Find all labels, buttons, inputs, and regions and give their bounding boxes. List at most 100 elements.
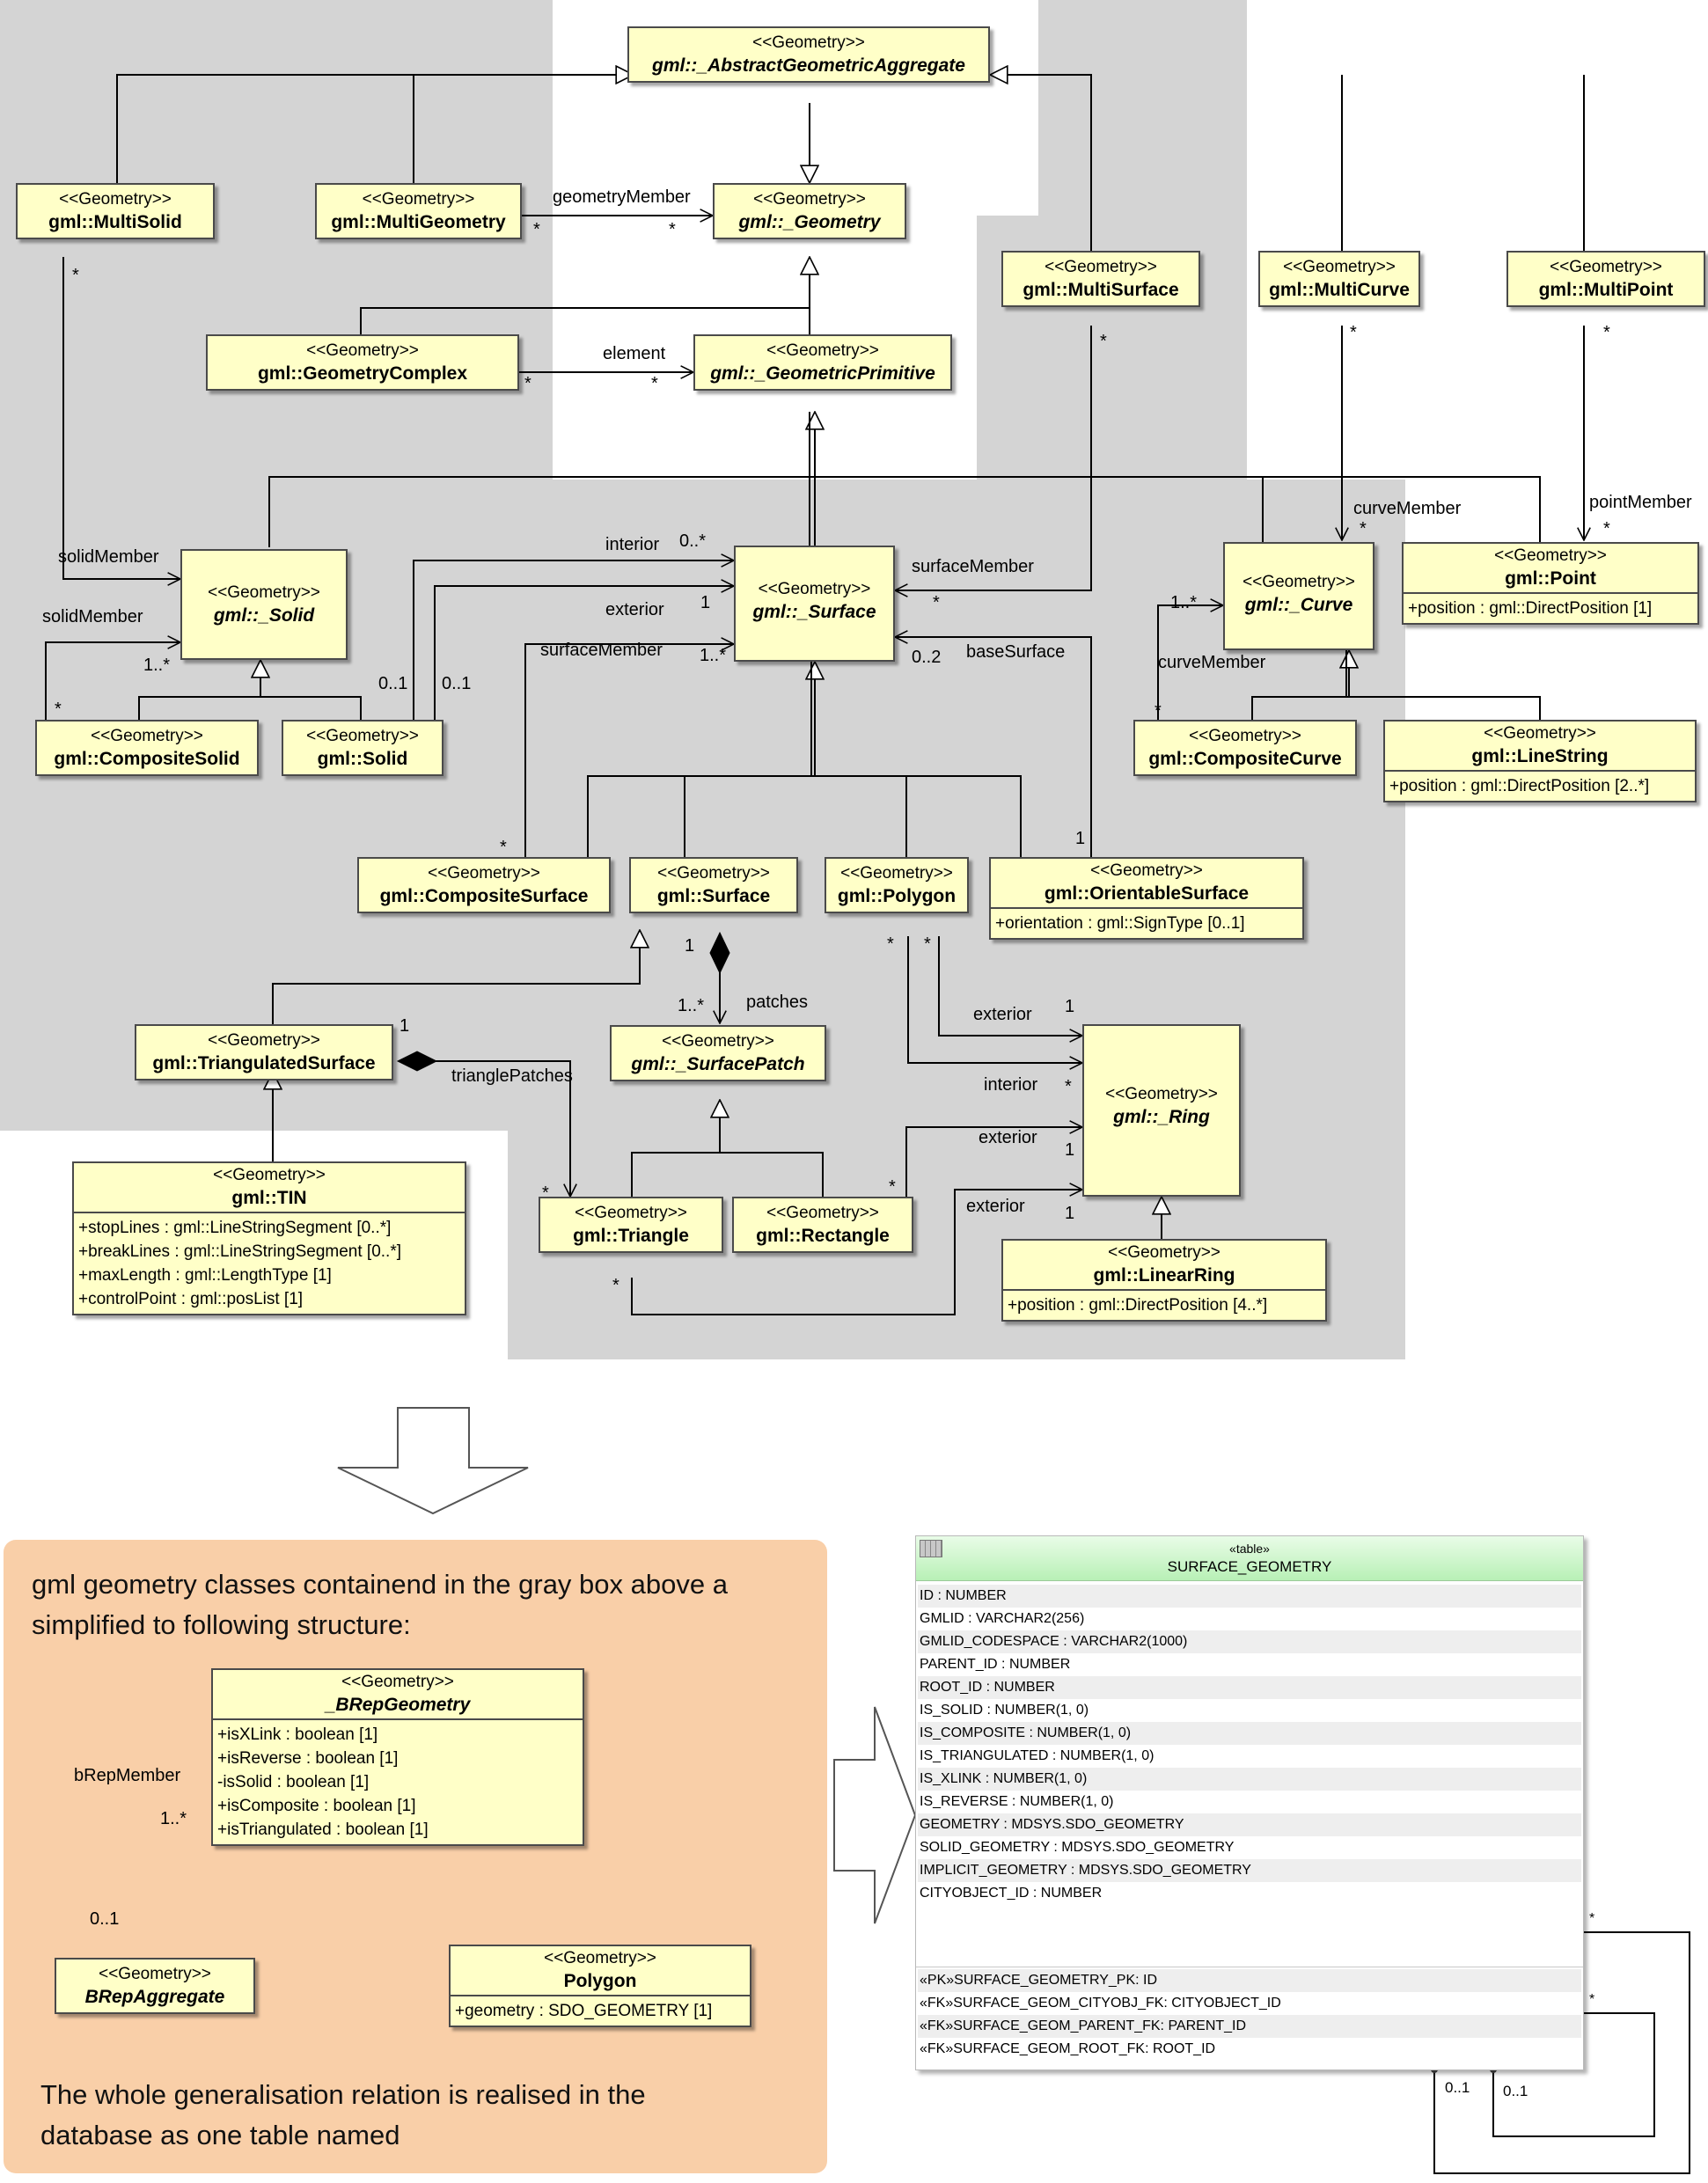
mult-brep-1n: 1..* xyxy=(160,1809,187,1828)
class-name: gml::TriangulatedSurface xyxy=(152,1053,376,1073)
class-brep-polygon[interactable]: <<Geometry>> Polygon +geometry : SDO_GEOM… xyxy=(449,1945,751,2027)
stereotype: <<Geometry>> xyxy=(1045,258,1157,276)
stereotype: <<Geometry>> xyxy=(1243,573,1355,591)
table-key: «FK»SURFACE_GEOM_CITYOBJ_FK: CITYOBJECT_… xyxy=(920,1996,1281,2011)
note-box xyxy=(4,1540,827,2173)
mult-polygon-a: * xyxy=(887,934,894,954)
label-curve-member-1: curveMember xyxy=(1353,499,1462,518)
mult-solid-01a: 0..1 xyxy=(378,674,408,693)
class-rectangle[interactable]: <<Geometry>>gml::Rectangle xyxy=(732,1197,913,1253)
stereotype: <<Geometry>> xyxy=(1550,258,1662,276)
mult-surf-02: 0..2 xyxy=(912,648,942,667)
label-surface-member-2: surfaceMember xyxy=(912,557,1034,576)
class-multi-point[interactable]: <<Geometry>>gml::MultiPoint xyxy=(1506,251,1705,307)
label-element: element xyxy=(603,344,666,363)
class-name: gml::_Curve xyxy=(1244,595,1353,615)
mult-exterior-1: 1 xyxy=(700,593,711,612)
mult-multisolid: * xyxy=(72,266,79,285)
class-multi-curve[interactable]: <<Geometry>>gml::MultiCurve xyxy=(1258,251,1420,307)
stereotype: <<Geometry>> xyxy=(59,190,172,209)
attribute: +geometry : SDO_GEOMETRY [1] xyxy=(455,2002,713,2020)
mult-brep-01: 0..1 xyxy=(90,1909,120,1929)
table-column: IS_XLINK : NUMBER(1, 0) xyxy=(918,1768,1581,1791)
mult-surf-1n: 1..* xyxy=(700,646,727,665)
right-arrow xyxy=(833,1706,917,1924)
mult-surf-ms: * xyxy=(933,593,940,612)
class-geometry[interactable]: <<Geometry>>gml::_Geometry xyxy=(713,183,906,239)
table-column: IS_SOLID : NUMBER(1, 0) xyxy=(920,1703,1089,1718)
class-line-string[interactable]: <<Geometry>>gml::LineString +position : … xyxy=(1383,720,1697,802)
stereotype: <<Geometry>> xyxy=(657,864,770,883)
table-columns: ID : NUMBER GMLID : VARCHAR2(256) GMLID_… xyxy=(916,1581,1583,1967)
stereotype: <<Geometry>> xyxy=(1484,724,1596,743)
stereotype: <<Geometry>> xyxy=(341,1673,454,1691)
class-composite-curve[interactable]: <<Geometry>>gml::CompositeCurve xyxy=(1133,720,1357,776)
label-exterior-2: exterior xyxy=(973,1005,1032,1024)
class-solid-abstract[interactable]: <<Geometry>>gml::_Solid xyxy=(180,549,348,660)
mult-tri-surf-1: 1 xyxy=(400,1016,410,1036)
class-geometry-complex[interactable]: <<Geometry>>gml::GeometryComplex xyxy=(206,334,519,391)
table-icon xyxy=(920,1540,942,1557)
table-column: CITYOBJECT_ID : NUMBER xyxy=(920,1886,1103,1901)
note-line-1: gml geometry classes containend in the g… xyxy=(32,1569,728,1600)
mult-surface-1: 1 xyxy=(685,936,695,956)
table-column: GMLID : VARCHAR2(256) xyxy=(920,1611,1085,1626)
stereotype: <<Geometry>> xyxy=(1189,727,1301,745)
mult-ring-ext1: 1 xyxy=(1065,997,1075,1016)
attribute: -isSolid : boolean [1] xyxy=(217,1773,370,1791)
table-stereotype: «table» xyxy=(1229,1542,1270,1556)
label-brep-member: bRepMember xyxy=(74,1766,181,1785)
class-polygon[interactable]: <<Geometry>>gml::Polygon xyxy=(825,857,969,913)
class-surface-abstract[interactable]: <<Geometry>>gml::_Surface xyxy=(734,546,895,662)
class-multi-surface[interactable]: <<Geometry>>gml::MultiSurface xyxy=(1001,251,1200,307)
class-name: gml::Rectangle xyxy=(756,1226,890,1246)
table-column: IS_TRIANGULATED : NUMBER(1, 0) xyxy=(920,1748,1155,1763)
table-name: SURFACE_GEOMETRY xyxy=(1167,1558,1332,1575)
table-column: SOLID_GEOMETRY : MDSYS.SDO_GEOMETRY xyxy=(920,1840,1235,1855)
table-surface-geometry[interactable]: «table» SURFACE_GEOMETRY ID : NUMBER GML… xyxy=(915,1535,1584,2070)
stereotype: <<Geometry>> xyxy=(753,190,866,209)
class-brep-geometry[interactable]: <<Geometry>> _BRepGeometry +isXLink : boo… xyxy=(211,1668,584,1846)
table-column: GEOMETRY : MDSYS.SDO_GEOMETRY xyxy=(918,1813,1581,1836)
class-brep-aggregate[interactable]: <<Geometry>>BRepAggregate xyxy=(55,1958,255,2014)
class-surface[interactable]: <<Geometry>>gml::Surface xyxy=(629,857,798,913)
class-triangulated-surface[interactable]: <<Geometry>>gml::TriangulatedSurface xyxy=(135,1024,393,1081)
class-triangle[interactable]: <<Geometry>>gml::Triangle xyxy=(539,1197,723,1253)
table-column: GMLID_CODESPACE : VARCHAR2(1000) xyxy=(918,1630,1581,1653)
stereotype: <<Geometry>> xyxy=(1105,1085,1218,1103)
class-tin[interactable]: <<Geometry>>gml::TIN +stopLines : gml::L… xyxy=(72,1161,466,1315)
table-key: «PK»SURFACE_GEOMETRY_PK: ID xyxy=(918,1969,1581,1992)
note-line-2: simplified to following structure: xyxy=(32,1609,411,1640)
attribute: +isXLink : boolean [1] xyxy=(217,1725,378,1744)
class-surface-patch[interactable]: <<Geometry>>gml::_SurfacePatch xyxy=(610,1025,826,1081)
class-composite-surface[interactable]: <<Geometry>>gml::CompositeSurface xyxy=(357,857,611,913)
class-curve-abstract[interactable]: <<Geometry>>gml::_Curve xyxy=(1223,542,1374,650)
mult-solid-1n: 1..* xyxy=(143,656,171,675)
label-surface-member-1: surfaceMember xyxy=(540,641,663,660)
stereotype: <<Geometry>> xyxy=(306,727,419,745)
class-composite-solid[interactable]: <<Geometry>>gml::CompositeSolid xyxy=(35,720,259,776)
table-column: PARENT_ID : NUMBER xyxy=(920,1657,1071,1672)
attribute: +isReverse : boolean [1] xyxy=(217,1749,399,1768)
class-multi-solid[interactable]: <<Geometry>>gml::MultiSolid xyxy=(16,183,215,239)
class-name: _BRepGeometry xyxy=(325,1695,471,1715)
note-line-4: database as one table named xyxy=(40,2120,400,2150)
label-exterior-4: exterior xyxy=(966,1197,1025,1216)
stereotype: <<Geometry>> xyxy=(544,1949,656,1967)
class-orientable-surface[interactable]: <<Geometry>>gml::OrientableSurface +orie… xyxy=(989,857,1304,940)
class-multi-geometry[interactable]: <<Geometry>>gml::MultiGeometry xyxy=(315,183,522,239)
label-interior-2: interior xyxy=(984,1075,1038,1095)
stereotype: <<Geometry>> xyxy=(213,1166,326,1184)
class-point[interactable]: <<Geometry>>gml::Point +position : gml::… xyxy=(1402,542,1699,625)
class-abstract-geometric-aggregate[interactable]: <<Geometry>>gml::_AbstractGeometricAggre… xyxy=(627,26,990,83)
class-linear-ring[interactable]: <<Geometry>>gml::LinearRing +position : … xyxy=(1001,1239,1327,1322)
class-name: Polygon xyxy=(563,1971,637,1991)
class-geometric-primitive[interactable]: <<Geometry>>gml::_GeometricPrimitive xyxy=(693,334,952,391)
mult-table-a: * xyxy=(1589,1911,1595,1926)
mult-compsolid: * xyxy=(55,700,62,719)
class-name: gml::TIN xyxy=(231,1188,307,1208)
stereotype: <<Geometry>> xyxy=(1090,861,1203,880)
mult-complex: * xyxy=(524,374,531,393)
class-ring[interactable]: <<Geometry>>gml::_Ring xyxy=(1082,1024,1241,1197)
class-solid[interactable]: <<Geometry>>gml::Solid xyxy=(282,720,443,776)
